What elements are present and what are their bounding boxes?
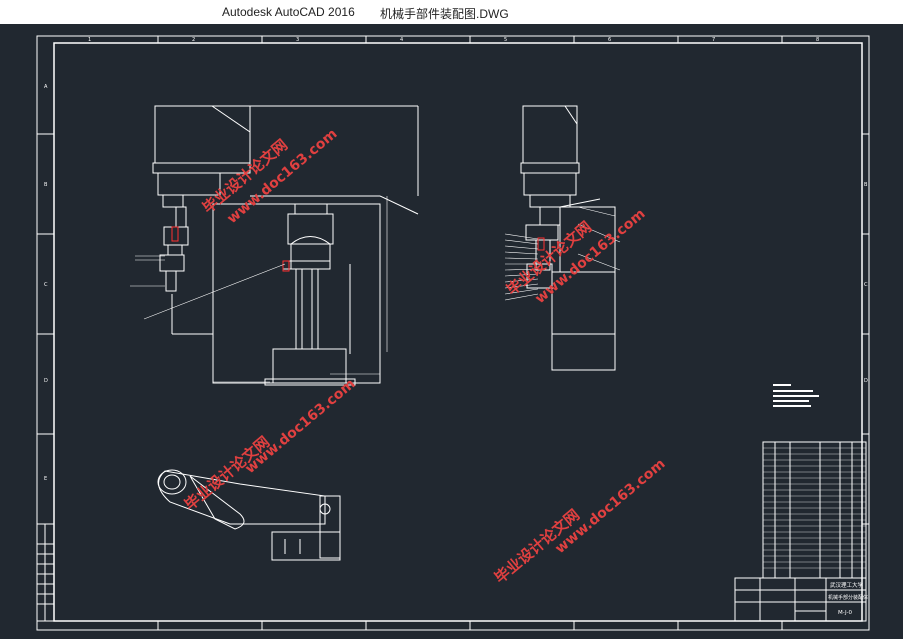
col-label: 7 — [712, 37, 715, 43]
drawing-svg[interactable]: 1 2 3 4 5 6 7 8 A B C D E B C D 武汉理工大学 机… — [0, 24, 903, 634]
parts-list-rows — [763, 447, 866, 569]
side-revision-table — [36, 523, 55, 622]
border-labels: 1 2 3 4 5 6 7 8 A B C D E B C D — [44, 37, 868, 482]
col-label: 2 — [192, 37, 195, 43]
title-block-text: 武汉理工大学 机械手部分装配体 M-J-0 — [828, 581, 868, 616]
top-view[interactable] — [157, 469, 341, 561]
border-ticks — [37, 36, 869, 630]
col-label: 8 — [816, 37, 819, 43]
col-label: 1 — [88, 37, 91, 43]
school-name: 武汉理工大学 — [830, 581, 864, 589]
col-label: 4 — [400, 37, 403, 43]
row-label: C — [864, 282, 868, 288]
row-label: D — [864, 378, 868, 384]
side-view-leaders — [504, 206, 621, 301]
row-label: A — [44, 84, 48, 90]
row-label: D — [44, 378, 48, 384]
parts-list — [762, 441, 867, 579]
drawing-name: 机械手部分装配体 — [828, 594, 868, 601]
title-bar: Autodesk AutoCAD 2016 机械手部件装配图.DWG — [0, 0, 903, 24]
drawing-canvas[interactable]: 1 2 3 4 5 6 7 8 A B C D E B C D 武汉理工大学 机… — [0, 24, 903, 634]
row-label: C — [44, 282, 48, 288]
watermarks: 毕业设计论文网 www.doc163.com 毕业设计论文网 www.doc16… — [181, 126, 668, 587]
watermark-url: www.doc163.com — [242, 376, 358, 477]
watermark-cn: 毕业设计论文网 — [181, 433, 273, 514]
drawing-code: M-J-0 — [838, 610, 852, 616]
row-label: E — [44, 476, 47, 482]
front-view-highlight — [171, 226, 290, 272]
col-label: 6 — [608, 37, 611, 43]
col-label: 5 — [504, 37, 507, 43]
row-label: B — [864, 182, 868, 188]
title-block — [734, 577, 867, 622]
document-title: 机械手部件装配图.DWG — [380, 7, 509, 21]
front-view-leaders — [130, 196, 388, 383]
side-view[interactable] — [520, 105, 616, 371]
app-title: Autodesk AutoCAD 2016 — [222, 5, 355, 19]
inner-frame — [53, 42, 863, 622]
technical-notes — [773, 384, 819, 407]
outer-frame — [36, 35, 870, 631]
front-view[interactable] — [152, 105, 419, 386]
row-label: B — [44, 182, 48, 188]
col-label: 3 — [296, 37, 299, 43]
